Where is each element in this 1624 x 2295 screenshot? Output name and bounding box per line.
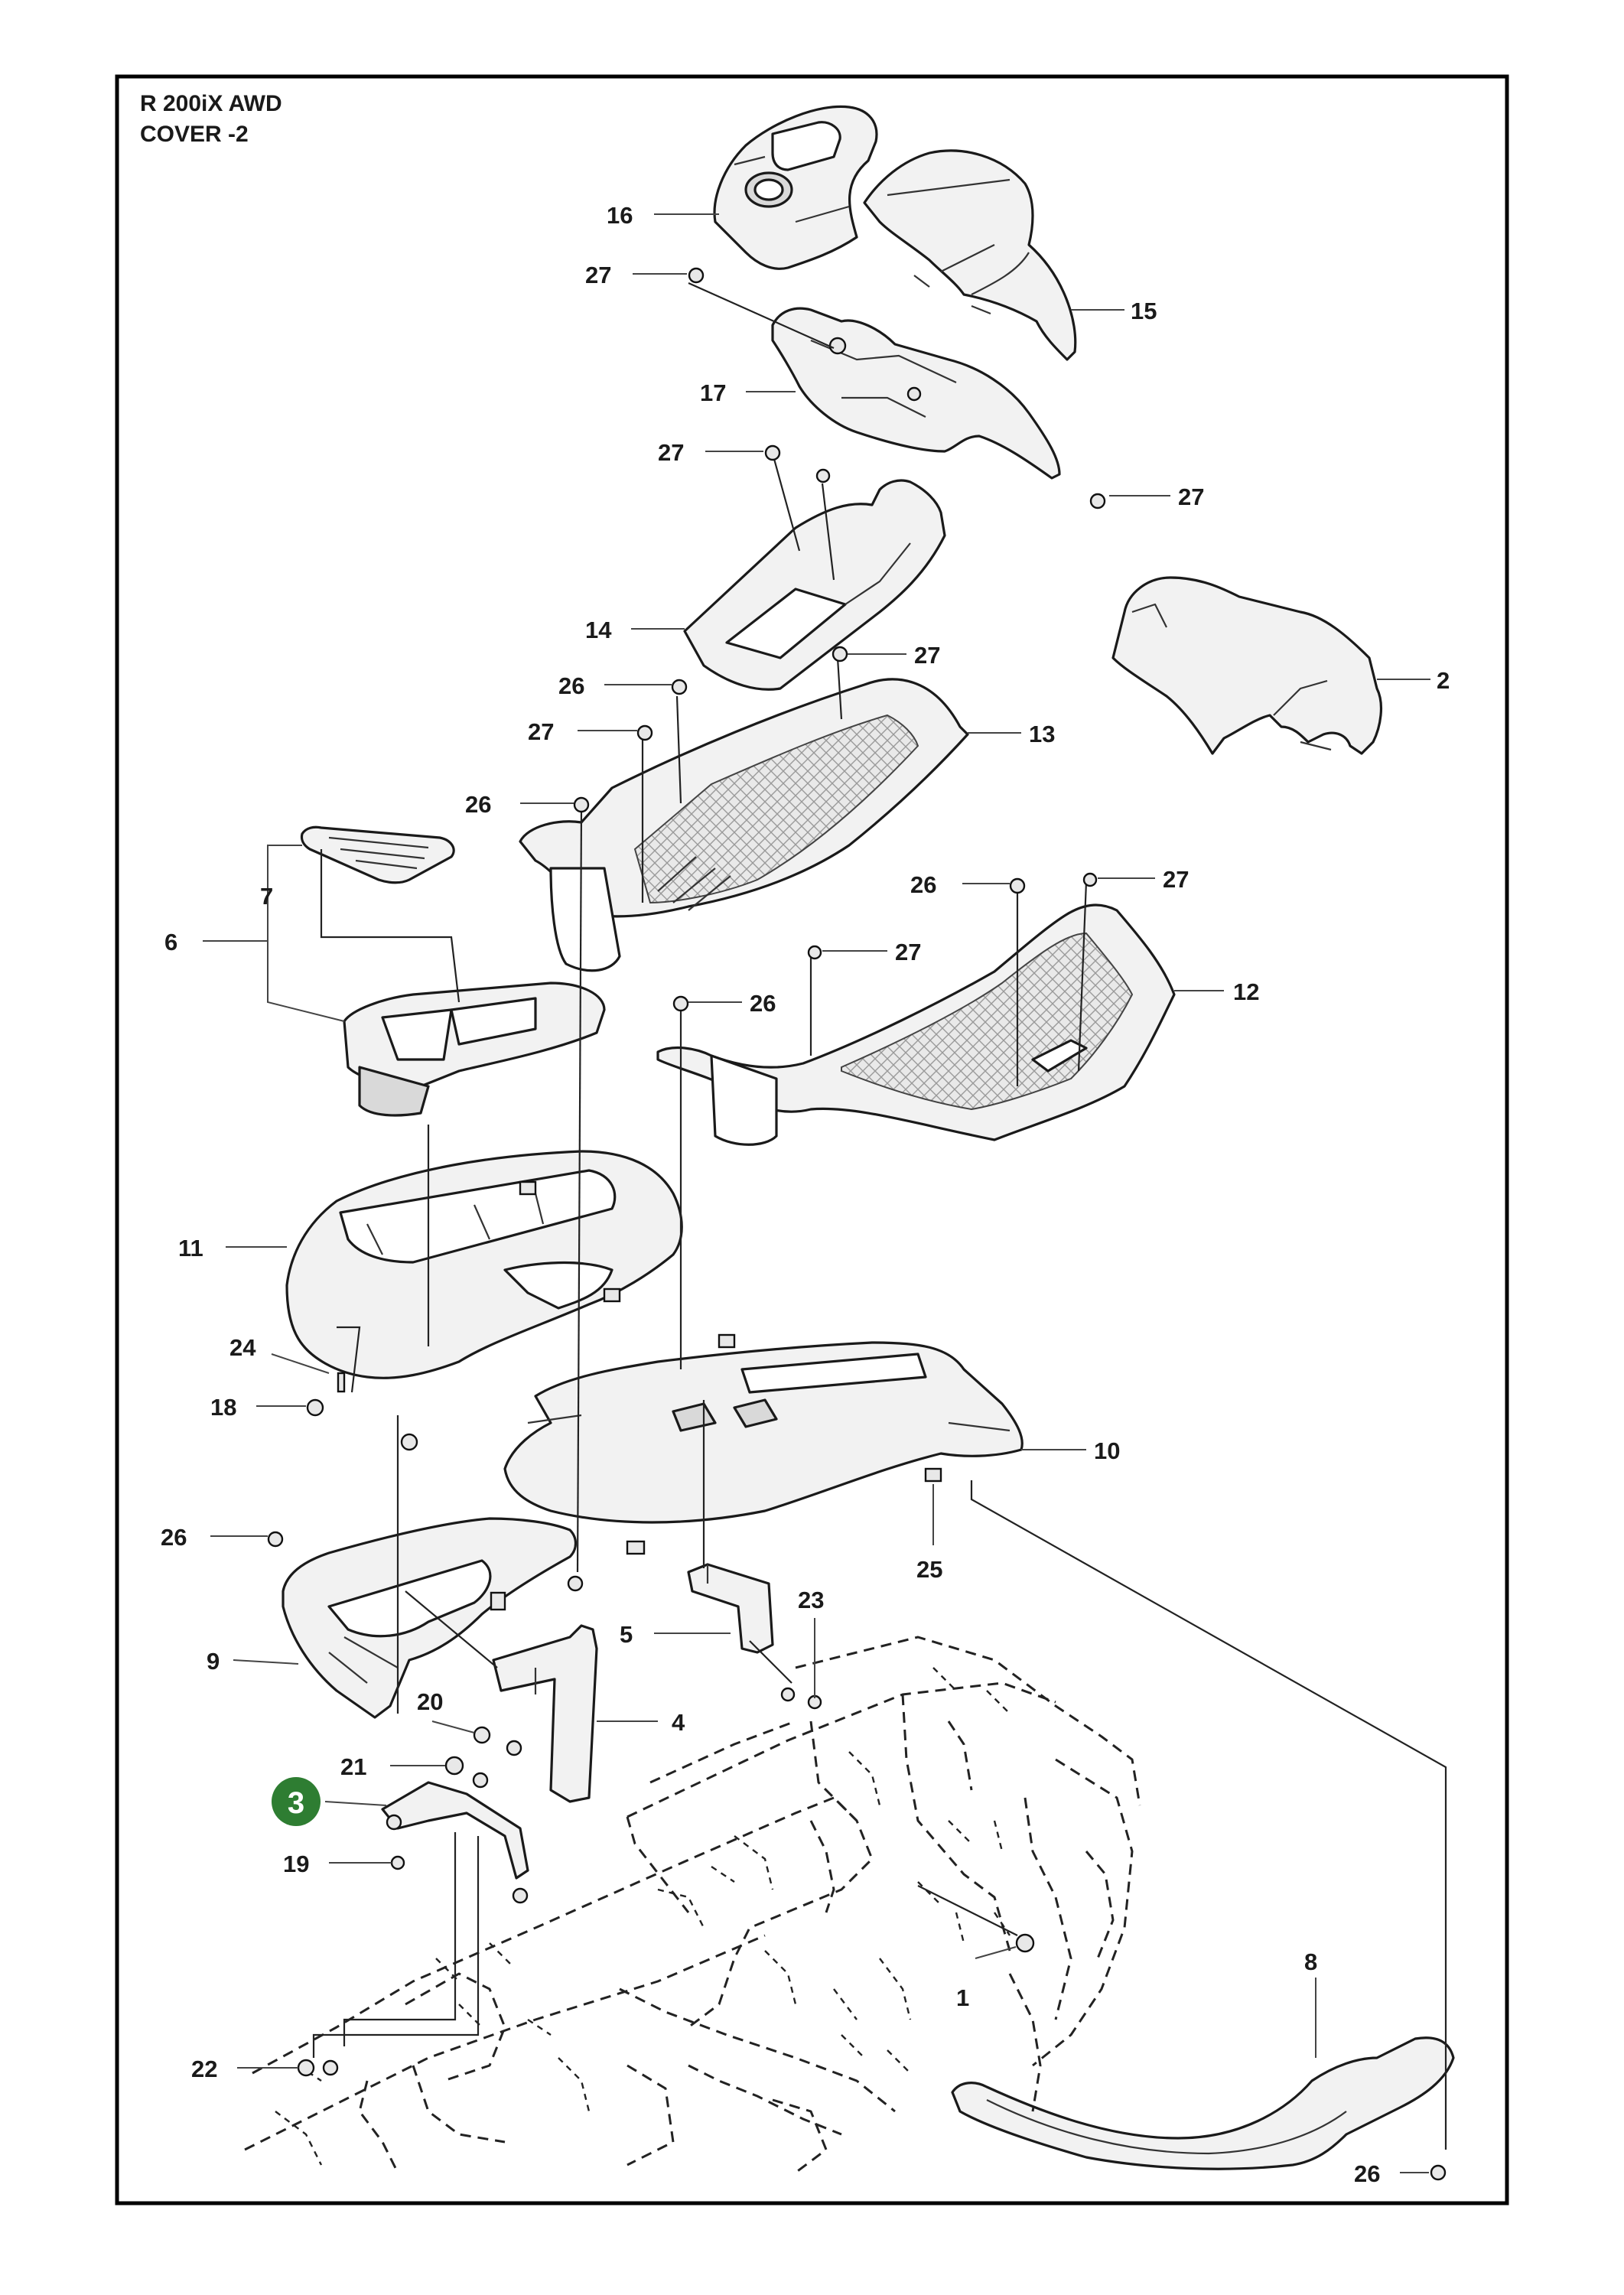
callout-7[interactable]: 7 — [260, 883, 273, 910]
callout-9[interactable]: 9 — [207, 1648, 220, 1675]
callout-26-floor-left[interactable]: 26 — [750, 990, 776, 1017]
callout-17[interactable]: 17 — [700, 379, 726, 406]
callout-27-floor-mid[interactable]: 27 — [895, 939, 921, 965]
screw-27g — [1082, 872, 1098, 887]
part-17-center-console[interactable] — [771, 307, 1061, 480]
callout-26-tray-top[interactable]: 26 — [558, 672, 584, 699]
callout-13[interactable]: 13 — [1029, 721, 1055, 747]
screw-22b — [322, 2059, 339, 2076]
callout-27-floor-right[interactable]: 27 — [1163, 866, 1189, 893]
screw-26b — [573, 796, 590, 813]
screw-27d — [1089, 493, 1106, 509]
callout-19[interactable]: 19 — [283, 1851, 309, 1877]
callout-27-tray-top[interactable]: 27 — [914, 642, 940, 669]
screw-26e — [267, 1531, 284, 1548]
callout-2[interactable]: 2 — [1437, 667, 1450, 694]
part-14-upper-tray-cover[interactable] — [683, 479, 946, 691]
callout-16[interactable]: 16 — [607, 202, 633, 229]
nut-9 — [567, 1575, 584, 1592]
callout-18[interactable]: 18 — [210, 1394, 236, 1421]
part-4-support-bracket[interactable] — [492, 1624, 598, 1803]
part-16-dashboard-panel[interactable] — [713, 105, 878, 270]
callout-27-console-right[interactable]: 27 — [1178, 483, 1204, 510]
assembly-reference-lines — [312, 282, 1447, 2150]
model-title: R 200iX AWD — [140, 91, 282, 116]
callout-27-tray-mid[interactable]: 27 — [528, 718, 554, 745]
nut-18b — [400, 1433, 418, 1451]
screw-27f — [636, 724, 653, 741]
part-6-cup-holder[interactable] — [343, 981, 606, 1117]
chassis-dashed-outline — [244, 1636, 1141, 2174]
part-10-front-lower-cover[interactable] — [503, 1341, 1024, 1524]
callout-labels: 16 27 15 17 27 27 2 14 27 26 13 27 26 7 … — [161, 202, 1450, 2187]
part-13-main-tray[interactable] — [519, 678, 969, 972]
callout-25[interactable]: 25 — [916, 1556, 942, 1583]
callout-6[interactable]: 6 — [164, 929, 177, 955]
part-8-bumper-trim[interactable] — [951, 2036, 1455, 2170]
callout-1[interactable]: 1 — [956, 1984, 969, 2011]
screw-3b — [512, 1887, 529, 1904]
highlight-badge-circle — [272, 1777, 321, 1826]
screw-24 — [337, 1372, 346, 1393]
clip-11a — [519, 1180, 537, 1196]
callout-11[interactable]: 11 — [178, 1235, 203, 1261]
part-11-front-housing[interactable] — [285, 1150, 683, 1379]
fasteners — [267, 267, 1447, 2181]
part-3-mounting-bracket[interactable] — [381, 1781, 529, 1880]
callout-27-top-left[interactable]: 27 — [585, 262, 611, 288]
screw-27c — [815, 468, 831, 483]
leader-lines — [203, 213, 1430, 2173]
callout-23[interactable]: 23 — [798, 1587, 824, 1613]
highlight-badge-label: 3 — [288, 1786, 304, 1820]
part-12-rear-floor-cover[interactable] — [656, 903, 1176, 1146]
clip-10 — [718, 1333, 736, 1349]
callout-26-tray-left[interactable]: 26 — [465, 791, 491, 818]
callout-20[interactable]: 20 — [417, 1688, 443, 1715]
screw-26d — [672, 995, 689, 1012]
callout-27-console-left[interactable]: 27 — [658, 439, 684, 466]
nut-21a — [444, 1756, 464, 1776]
screw-27b — [764, 444, 781, 461]
callout-14[interactable]: 14 — [585, 617, 612, 643]
part-7-lid[interactable] — [300, 825, 455, 884]
callout-10[interactable]: 10 — [1094, 1437, 1120, 1464]
callout-5[interactable]: 5 — [620, 1621, 633, 1648]
screw-19 — [390, 1855, 405, 1870]
diagram-frame — [115, 74, 1509, 2205]
screw-26c — [1009, 877, 1026, 894]
part-2-side-cover[interactable] — [1111, 576, 1382, 755]
screw-26f — [1430, 2164, 1447, 2181]
screw-20b — [506, 1740, 522, 1756]
part-5-bracket[interactable] — [687, 1563, 774, 1654]
callout-26-panel[interactable]: 26 — [161, 1524, 187, 1551]
section-title: COVER -2 — [140, 122, 249, 147]
clip-4 — [490, 1591, 506, 1611]
nut-21b — [472, 1772, 489, 1789]
screw-26a — [671, 679, 688, 695]
callout-26-bottom-right[interactable]: 26 — [1354, 2160, 1380, 2187]
screw-1 — [1015, 1933, 1035, 1953]
callout-21[interactable]: 21 — [340, 1753, 366, 1780]
callout-8[interactable]: 8 — [1304, 1948, 1317, 1975]
screw-27h — [807, 945, 822, 960]
part-9-lower-left-panel[interactable] — [282, 1517, 578, 1719]
screw-23a — [780, 1687, 796, 1702]
screw-27e — [832, 646, 848, 662]
screw-27a — [688, 267, 705, 284]
callout-4[interactable]: 4 — [672, 1709, 685, 1736]
screw-22a — [297, 2059, 315, 2077]
highlighted-callout-3[interactable]: 3 — [272, 1777, 321, 1826]
callout-22[interactable]: 22 — [191, 2056, 217, 2082]
clip-25 — [924, 1467, 942, 1483]
part-15-rear-shroud[interactable] — [863, 149, 1077, 361]
clip-11b — [603, 1287, 621, 1303]
clip-5 — [626, 1540, 646, 1555]
callout-24[interactable]: 24 — [229, 1334, 256, 1361]
callout-26-floor-right[interactable]: 26 — [910, 871, 936, 898]
callout-15[interactable]: 15 — [1131, 298, 1157, 324]
nut-18 — [306, 1398, 324, 1417]
screw-20a — [473, 1726, 491, 1744]
callout-12[interactable]: 12 — [1233, 978, 1259, 1005]
